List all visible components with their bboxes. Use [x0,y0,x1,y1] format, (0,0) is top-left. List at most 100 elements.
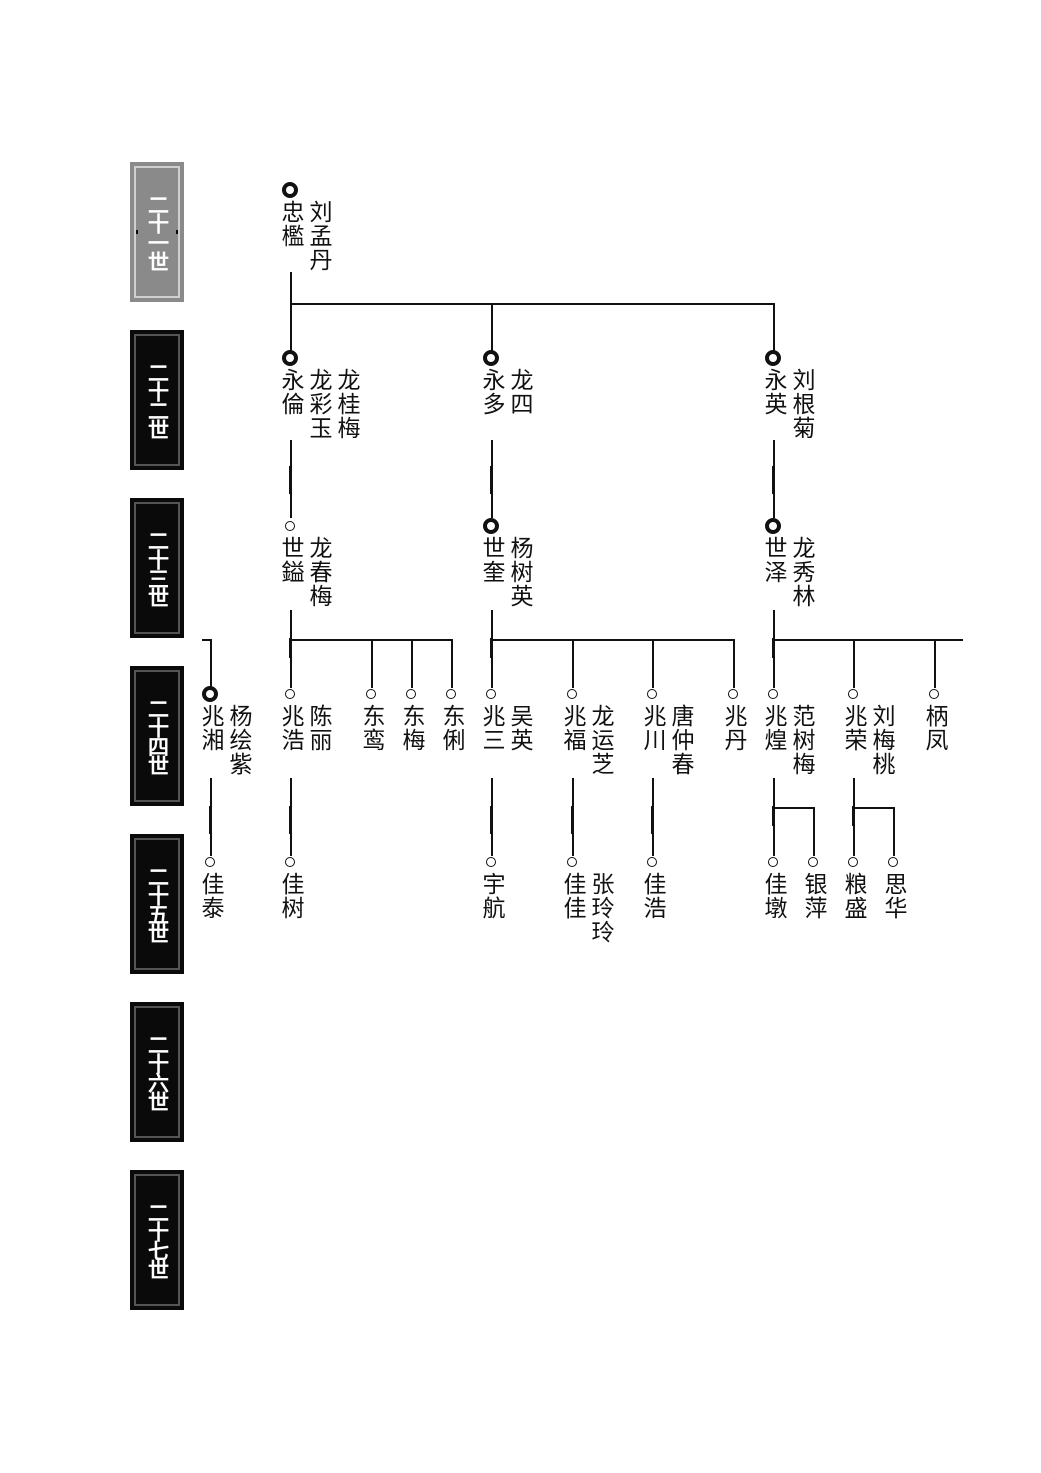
person-name-yuhang[interactable]: 宇航 [478,872,504,920]
connector-stub [852,806,855,826]
person-marker [366,689,376,699]
spouse-name: 张玲玲 [587,872,613,944]
person-name-shize[interactable]: 世泽 [760,536,786,584]
spouse-name: 龙秀林 [788,536,814,608]
person-name-yonglun[interactable]: 永倫 [277,368,303,416]
spouse-name: 龙四 [506,368,532,416]
person-name-dongmei[interactable]: 东梅 [398,704,424,752]
person-marker [888,857,898,867]
generation-badge-25[interactable]: 二十五世 [130,834,184,974]
person-name-jiahao[interactable]: 佳浩 [639,872,665,920]
person-name-zhaohao[interactable]: 兆浩 [277,704,303,752]
connector-line [853,639,855,688]
person-name-shiyi[interactable]: 世鎰 [277,536,303,584]
connector-stub [490,466,493,494]
connector-line [813,807,815,856]
person-marker [929,689,939,699]
person-marker [768,689,778,699]
lineage-marker [282,350,298,366]
generation-badge-21[interactable]: 二十一世 [130,162,184,302]
person-marker [486,689,496,699]
person-marker [647,689,657,699]
person-name-liangsheng[interactable]: 粮盛 [840,872,866,920]
connector-stub [772,638,775,658]
person-marker [728,689,738,699]
connector-line [893,807,895,856]
connector-line [652,639,654,688]
person-name-dongluan[interactable]: 东鸾 [358,704,384,752]
spouse-name: 刘梅桃 [868,704,894,776]
person-name-jiatai[interactable]: 佳泰 [197,872,223,920]
spouse-name: 刘孟丹 [305,200,331,272]
person-name-zhaofu[interactable]: 兆福 [559,704,585,752]
person-marker [848,857,858,867]
sibling-bar [290,303,774,305]
connector-line [934,639,936,688]
person-name-yongying[interactable]: 永英 [760,368,786,416]
connector-line [451,639,453,688]
person-name-yinping[interactable]: 银萍 [800,872,826,920]
person-name-zhaoxiang[interactable]: 兆湘 [197,704,223,752]
generation-badge-27[interactable]: 二十七世 [130,1170,184,1310]
person-marker [647,857,657,867]
person-marker [285,857,295,867]
person-marker [486,857,496,867]
person-marker [567,857,577,867]
person-marker [567,689,577,699]
connector-stub [289,466,292,494]
sibling-bar [202,639,211,641]
person-marker [446,689,456,699]
person-marker [768,857,778,867]
connector-stub [289,638,292,658]
person-name-zhaorong[interactable]: 兆荣 [840,704,866,752]
connector-line [290,272,292,352]
person-name-shikui[interactable]: 世奎 [478,536,504,584]
person-name-jiajia[interactable]: 佳佳 [559,872,585,920]
connector-line [411,639,413,688]
person-name-jiadun[interactable]: 佳墩 [760,872,786,920]
sibling-bar [491,639,734,641]
lineage-marker [282,182,298,198]
generation-badge-24[interactable]: 二十四世 [130,666,184,806]
lineage-marker [483,350,499,366]
sibling-bar [853,807,894,809]
lineage-marker [202,686,218,702]
lineage-marker [483,518,499,534]
connector-stub [651,806,654,834]
connector-stub [490,806,493,834]
person-name-sihua[interactable]: 思华 [880,872,906,920]
lineage-marker [765,350,781,366]
person-name-jiashu[interactable]: 佳树 [277,872,303,920]
person-marker [808,857,818,867]
sibling-bar [773,807,814,809]
person-name-bingfeng[interactable]: 柄凤 [921,704,947,752]
spouse-name: 刘根菊 [788,368,814,440]
spouse-name: 龙运芝 [587,704,613,776]
person-name-zhaodan[interactable]: 兆丹 [720,704,746,752]
spouse-name: 范树梅 [788,704,814,776]
generation-badge-22[interactable]: 二十二世 [130,330,184,470]
generation-badge-26[interactable]: 二十六世 [130,1002,184,1142]
connector-stub [571,806,574,834]
spouse-name: 龙春梅 [305,536,331,608]
person-name-donglian[interactable]: 东俐 [438,704,464,752]
spouse-name: 龙桂梅 [333,368,359,440]
connector-line [733,639,735,688]
person-marker [205,857,215,867]
spouse-name: 杨绘紫 [225,704,251,776]
connector-stub [772,806,775,826]
connector-line [773,303,775,352]
person-marker [285,689,295,699]
person-name-yongduo[interactable]: 永多 [478,368,504,416]
connector-stub [289,806,292,834]
person-name-zhaohuang[interactable]: 兆煌 [760,704,786,752]
person-name-zhaosan[interactable]: 兆三 [478,704,504,752]
person-name-zhaochuan[interactable]: 兆川 [639,704,665,752]
connector-line [572,639,574,688]
generation-badge-23[interactable]: 二十三世 [130,498,184,638]
person-marker [285,521,295,531]
connector-line [210,639,212,688]
person-marker [848,689,858,699]
person-name-zhongkan[interactable]: 忠檻 [277,200,303,248]
